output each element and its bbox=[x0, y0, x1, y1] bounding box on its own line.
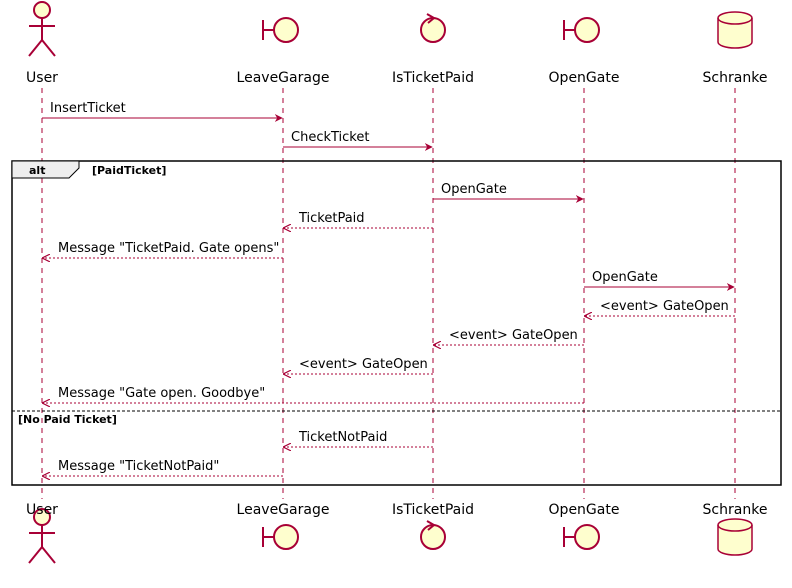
database-icon bbox=[717, 518, 753, 556]
message-label: <event> GateOpen bbox=[449, 328, 578, 343]
participant-gate-bottom: OpenGate bbox=[549, 502, 620, 550]
participant-leave-top: LeaveGarage bbox=[237, 17, 330, 86]
alt-guard-not-paid: [No Paid Ticket] bbox=[18, 413, 117, 426]
participant-paid-bottom: IsTicketPaid bbox=[392, 502, 474, 550]
message-label: <event> GateOpen bbox=[600, 299, 729, 314]
actor-icon bbox=[28, 508, 56, 564]
message-label: InsertTicket bbox=[50, 101, 126, 116]
message-label: Message "Gate open. Goodbye" bbox=[58, 386, 265, 401]
database-icon bbox=[717, 11, 753, 49]
participant-label: OpenGate bbox=[549, 70, 620, 86]
participant-paid-top: IsTicketPaid bbox=[392, 13, 474, 86]
message-4: TicketPaid bbox=[284, 211, 433, 228]
message-2: CheckTicket bbox=[283, 130, 433, 151]
participant-schranke-bottom: Schranke bbox=[703, 502, 768, 556]
alt-guard-paid: [PaidTicket] bbox=[92, 164, 166, 177]
boundary-icon bbox=[563, 524, 600, 550]
message-label: CheckTicket bbox=[291, 130, 369, 145]
message-label: Message "TicketNotPaid" bbox=[58, 459, 219, 474]
alt-keyword: alt bbox=[29, 164, 45, 177]
control-icon bbox=[420, 520, 446, 550]
message-3: OpenGate bbox=[433, 182, 584, 203]
message-label: TicketNotPaid bbox=[298, 430, 387, 445]
participant-leave-bottom: LeaveGarage bbox=[237, 502, 330, 550]
message-label: <event> GateOpen bbox=[299, 357, 428, 372]
message-7: <event> GateOpen bbox=[585, 299, 735, 316]
message-5: Message "TicketPaid. Gate opens" bbox=[43, 241, 283, 258]
message-label: OpenGate bbox=[441, 182, 507, 197]
message-8: <event> GateOpen bbox=[434, 328, 584, 345]
alt-fragment: alt [PaidTicket] [No Paid Ticket] bbox=[11, 160, 782, 486]
actor-icon bbox=[28, 1, 56, 57]
participant-label: User bbox=[26, 502, 58, 518]
participant-gate-top: OpenGate bbox=[549, 17, 620, 86]
boundary-icon bbox=[262, 17, 299, 43]
message-10: Message "Gate open. Goodbye" bbox=[43, 386, 584, 403]
participant-label: Schranke bbox=[703, 502, 768, 518]
participant-label: Schranke bbox=[703, 70, 768, 86]
participant-user-bottom: User bbox=[26, 502, 58, 564]
participant-label: User bbox=[26, 70, 58, 86]
participant-user-top: User bbox=[26, 1, 58, 86]
participant-schranke-top: Schranke bbox=[703, 11, 768, 86]
message-1: InsertTicket bbox=[42, 101, 283, 122]
message-9: <event> GateOpen bbox=[284, 357, 433, 374]
message-label: OpenGate bbox=[592, 270, 658, 285]
participant-label: OpenGate bbox=[549, 502, 620, 518]
message-label: Message "TicketPaid. Gate opens" bbox=[58, 241, 279, 256]
control-icon bbox=[420, 13, 446, 43]
message-label: TicketPaid bbox=[298, 211, 365, 226]
boundary-icon bbox=[262, 524, 299, 550]
participant-label: IsTicketPaid bbox=[392, 502, 474, 518]
participant-label: LeaveGarage bbox=[237, 502, 330, 518]
boundary-icon bbox=[563, 17, 600, 43]
participant-label: LeaveGarage bbox=[237, 70, 330, 86]
message-11: TicketNotPaid bbox=[284, 430, 433, 447]
message-6: OpenGate bbox=[584, 270, 735, 291]
message-12: Message "TicketNotPaid" bbox=[43, 459, 283, 476]
participant-label: IsTicketPaid bbox=[392, 70, 474, 86]
